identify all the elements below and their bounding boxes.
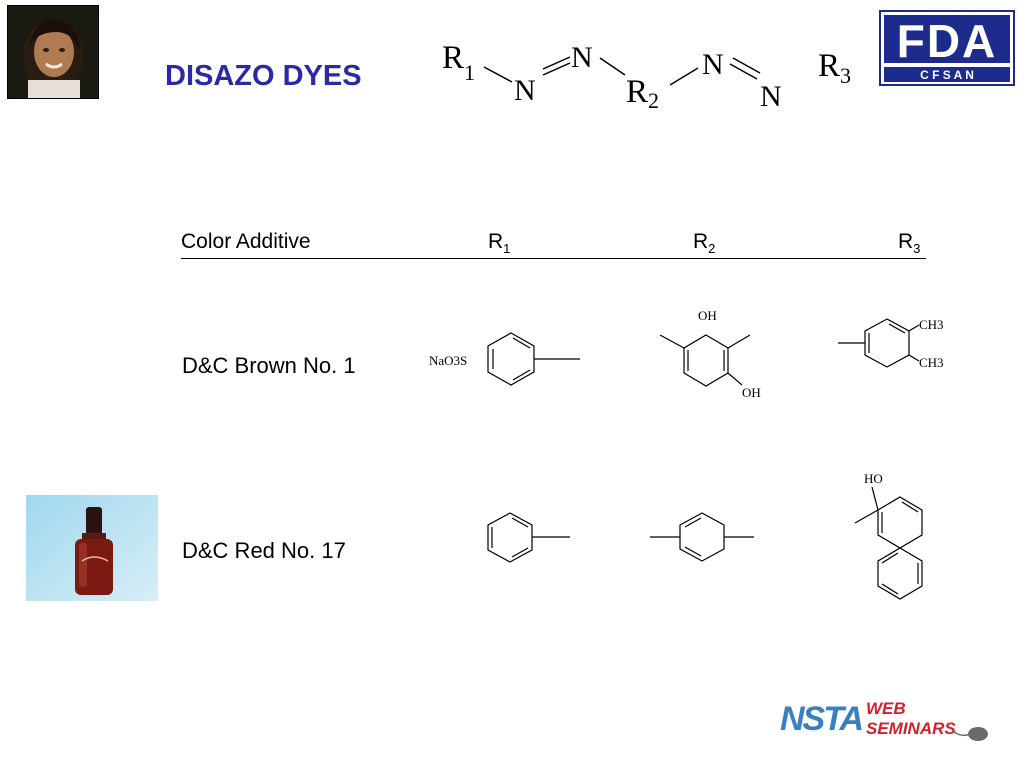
- double-bond-a: [542, 62, 571, 76]
- header-r1-sub: 1: [503, 241, 511, 257]
- seminars-text: SEMINARS: [866, 719, 956, 738]
- n-atom: N: [514, 74, 536, 107]
- naphthalene-ring-a: [877, 496, 923, 549]
- ring-double-bond: [684, 546, 702, 557]
- bond: [727, 372, 743, 386]
- ring-double-bond: [511, 547, 529, 558]
- brown-1-r1-structure: NaO3S: [429, 332, 580, 386]
- r3-label: R: [818, 48, 840, 84]
- table-header: Color Additive R1 R2 R3: [181, 230, 926, 259]
- benzene-ring: [679, 512, 725, 562]
- ring-double-bond: [901, 501, 919, 513]
- bond: [599, 57, 626, 76]
- fda-cfsan-logo: FDA C F S A N: [879, 10, 1015, 86]
- bond: [669, 67, 699, 86]
- header-r1-letter: R: [488, 230, 504, 253]
- bond: [854, 509, 879, 524]
- ring-double-bond: [512, 369, 531, 381]
- red-17-r2-structure: [650, 512, 754, 562]
- bond: [908, 354, 920, 362]
- header-r2-letter: R: [693, 230, 709, 253]
- fda-letters: FDA: [897, 15, 998, 67]
- bond: [908, 324, 920, 332]
- header-r3-sub: 3: [913, 241, 921, 257]
- ring-double-bond: [888, 323, 906, 334]
- ch3-group: CH3: [919, 317, 944, 332]
- double-bond-b: [732, 57, 761, 74]
- brown-1-r3-structure: CH3 CH3: [838, 317, 944, 370]
- header-r2-sub: 2: [708, 241, 716, 257]
- r1-label: R: [442, 40, 464, 76]
- r2-sub: 2: [648, 88, 659, 113]
- row-label-brown-1: D&C Brown No. 1: [182, 353, 356, 378]
- bond: [871, 486, 879, 511]
- header-color-additive: Color Additive: [181, 230, 311, 253]
- benzene-ring: [864, 318, 910, 368]
- bond: [483, 66, 513, 83]
- r3-sub: 3: [840, 63, 851, 88]
- ring-double-bond: [512, 337, 531, 349]
- ring-double-bond: [881, 552, 899, 564]
- ch3-group: CH3: [919, 355, 944, 370]
- header-r1: R1: [488, 230, 510, 256]
- bond: [727, 334, 751, 349]
- cfsan-text: C F S A N: [920, 68, 974, 82]
- header-r2: R2: [693, 230, 715, 256]
- bond: [659, 334, 685, 349]
- n-atom: N: [760, 80, 782, 113]
- naphthalene-ring-b: [877, 547, 923, 600]
- row-label-red-17: D&C Red No. 17: [182, 538, 346, 563]
- r1-sub: 1: [464, 60, 475, 85]
- oh-group: OH: [742, 385, 761, 400]
- n-atom: N: [702, 48, 724, 81]
- oh-group: OH: [698, 308, 717, 323]
- red-17-r1-structure: [487, 512, 570, 563]
- ho-group: HO: [864, 471, 883, 486]
- r2-label: R: [626, 74, 648, 110]
- n-atom: N: [571, 41, 593, 74]
- header-r3-letter: R: [898, 230, 914, 253]
- nsta-text: NSTA: [780, 700, 862, 738]
- double-bond-b: [542, 56, 571, 70]
- header-r3: R3: [898, 230, 920, 256]
- nsta-web-seminars-logo: NSTA WEB SEMINARS: [780, 699, 988, 741]
- ring-double-bond: [881, 583, 899, 595]
- red-17-r3-structure: HO: [854, 471, 923, 600]
- brown-1-r2-structure: OH OH: [659, 308, 761, 400]
- ring-double-bond: [511, 517, 529, 528]
- web-text: WEB: [866, 699, 906, 718]
- disazo-general-structure: R 1 N N R 2 N N R 3: [442, 40, 851, 113]
- mouse-icon: [968, 727, 988, 741]
- benzene-ring: [683, 334, 729, 387]
- double-bond-a: [729, 63, 758, 80]
- naso3-group: NaO3S: [429, 353, 467, 368]
- presenter-photo: [7, 5, 99, 99]
- ring-double-bond: [684, 517, 702, 528]
- benzene-ring: [487, 332, 535, 386]
- benzene-ring: [487, 512, 533, 563]
- slide-title: DISAZO DYES: [165, 60, 362, 92]
- nail-polish-image: [26, 495, 158, 601]
